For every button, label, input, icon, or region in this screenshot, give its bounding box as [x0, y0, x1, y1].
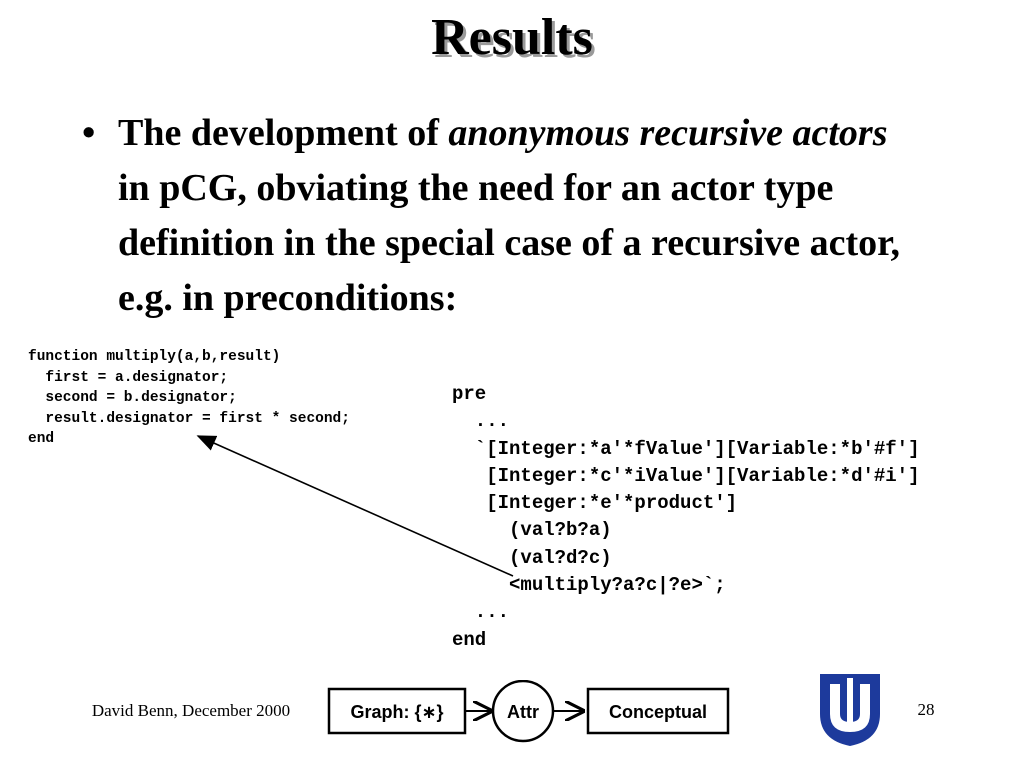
graph-attr-conceptual-diagram: Graph: {∗} Attr Conceptual — [327, 680, 730, 743]
code-line: end — [28, 431, 55, 447]
precondition-code-block: pre ... `[Integer:*a'*fValue'][Variable:… — [452, 381, 919, 654]
attr-circle-label: Attr — [507, 702, 539, 722]
code-line: `[Integer:*a'*fValue'][Variable:*b'#f'] — [452, 437, 920, 460]
code-line: second = b.designator; — [28, 390, 237, 406]
bullet-text-part-3: in pCG, obviating the need for an actor … — [118, 167, 901, 319]
bullet-marker: • — [82, 112, 96, 154]
code-line: result.designator = first * second; — [28, 410, 350, 427]
conceptual-box-label: Conceptual — [609, 702, 707, 722]
bullet-point: • The development of anonymous recursive… — [82, 106, 962, 326]
bullet-text: The development of anonymous recursive a… — [118, 106, 928, 326]
function-code-block: function multiply(a,b,result) first = a.… — [28, 347, 350, 450]
footer-author: David Benn, December 2000 — [91, 701, 291, 720]
code-line: function multiply(a,b,result) — [28, 349, 281, 365]
code-line: ... — [452, 601, 510, 624]
code-line: [Integer:*c'*iValue'][Variable:*d'#i'] — [452, 464, 920, 487]
code-line: (val?b?a) — [452, 519, 612, 542]
bullet-text-part-1: The development of — [118, 112, 449, 154]
code-line: ... — [452, 410, 510, 433]
code-line: (val?d?c) — [452, 546, 612, 569]
code-line: pre — [452, 383, 487, 405]
graph-box-label: Graph: {∗} — [350, 702, 443, 722]
page-number: 28 — [917, 700, 935, 719]
code-line: first = a.designator; — [28, 369, 229, 386]
code-line: [Integer:*e'*product'] — [452, 492, 738, 515]
code-line: end — [452, 628, 487, 651]
bullet-text-italic: anonymous recursive actors — [448, 112, 888, 154]
code-line: <multiply?a?c|?e>`; — [452, 574, 726, 597]
university-logo-icon — [820, 674, 880, 746]
conceptual-box — [586, 687, 730, 735]
slide-title: Results — [431, 9, 593, 66]
